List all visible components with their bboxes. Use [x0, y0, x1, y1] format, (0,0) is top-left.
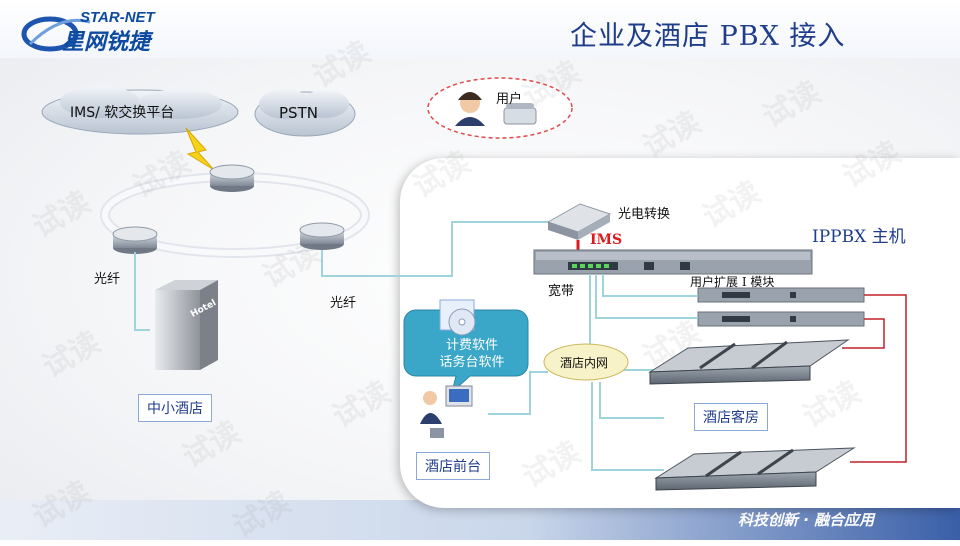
- photoelectric-label: 光电转换: [618, 207, 671, 222]
- console-software-label: 话务台软件: [439, 355, 505, 370]
- extension-module-2: [697, 311, 865, 327]
- pstn-label: PSTN: [279, 104, 318, 122]
- starnet-logo: [21, 16, 91, 52]
- broadband-label: 宽带: [548, 284, 575, 299]
- logo-en: STAR-NET: [80, 9, 155, 26]
- telephone-icon: [503, 103, 537, 125]
- fiber-mid-label: 光纤: [330, 296, 357, 311]
- cd-software-icon: [439, 299, 476, 336]
- slogan: 科技创新 · 融合应用: [738, 511, 875, 529]
- billing-software-label: 计费软件: [445, 338, 498, 353]
- user-label: 用户: [496, 92, 523, 107]
- router-right: [299, 222, 345, 250]
- pstn-cloud: [254, 89, 356, 137]
- guest-room-rack-2: [654, 447, 856, 491]
- photoelectric-converter: [546, 203, 612, 240]
- extension-module-1: [697, 287, 865, 303]
- guest-rooms-label: 酒店客房: [694, 403, 768, 431]
- fiber-line-mid: [321, 221, 556, 277]
- ims-cloud: [41, 86, 239, 135]
- ippbx-host-label: IPPBX 主机: [812, 227, 906, 247]
- hotel-lan-label: 酒店内网: [560, 356, 609, 370]
- front-desk-label: 酒店前台: [416, 452, 490, 480]
- hotel-building: [155, 280, 218, 370]
- fiber-line-left: [134, 252, 150, 331]
- small-hotel-label: 中小酒店: [138, 394, 212, 422]
- user-cloud: [427, 77, 573, 139]
- software-bubble: [403, 309, 529, 394]
- ims-platform-label: IMS/ 软交换平台: [70, 105, 175, 121]
- header-band: [0, 0, 960, 58]
- logo-cn: 星网锐捷: [62, 30, 151, 55]
- receptionist-icon: [420, 385, 473, 438]
- lightning-icon: [185, 127, 215, 171]
- hotel-lan-cloud: [543, 343, 629, 381]
- ims-label: IMS: [590, 232, 623, 248]
- router-left: [112, 226, 158, 254]
- fiber-left-label: 光纤: [94, 272, 121, 287]
- page-title: 企业及酒店 PBX 接入: [570, 21, 846, 52]
- red-lines: [842, 294, 907, 463]
- guest-room-rack-1: [648, 339, 850, 385]
- router-top: [209, 164, 255, 192]
- user-ext-module-label: 用户扩展 I 模块: [690, 275, 775, 289]
- user-person-icon: [455, 92, 485, 126]
- ippbx-main-unit: [533, 249, 813, 275]
